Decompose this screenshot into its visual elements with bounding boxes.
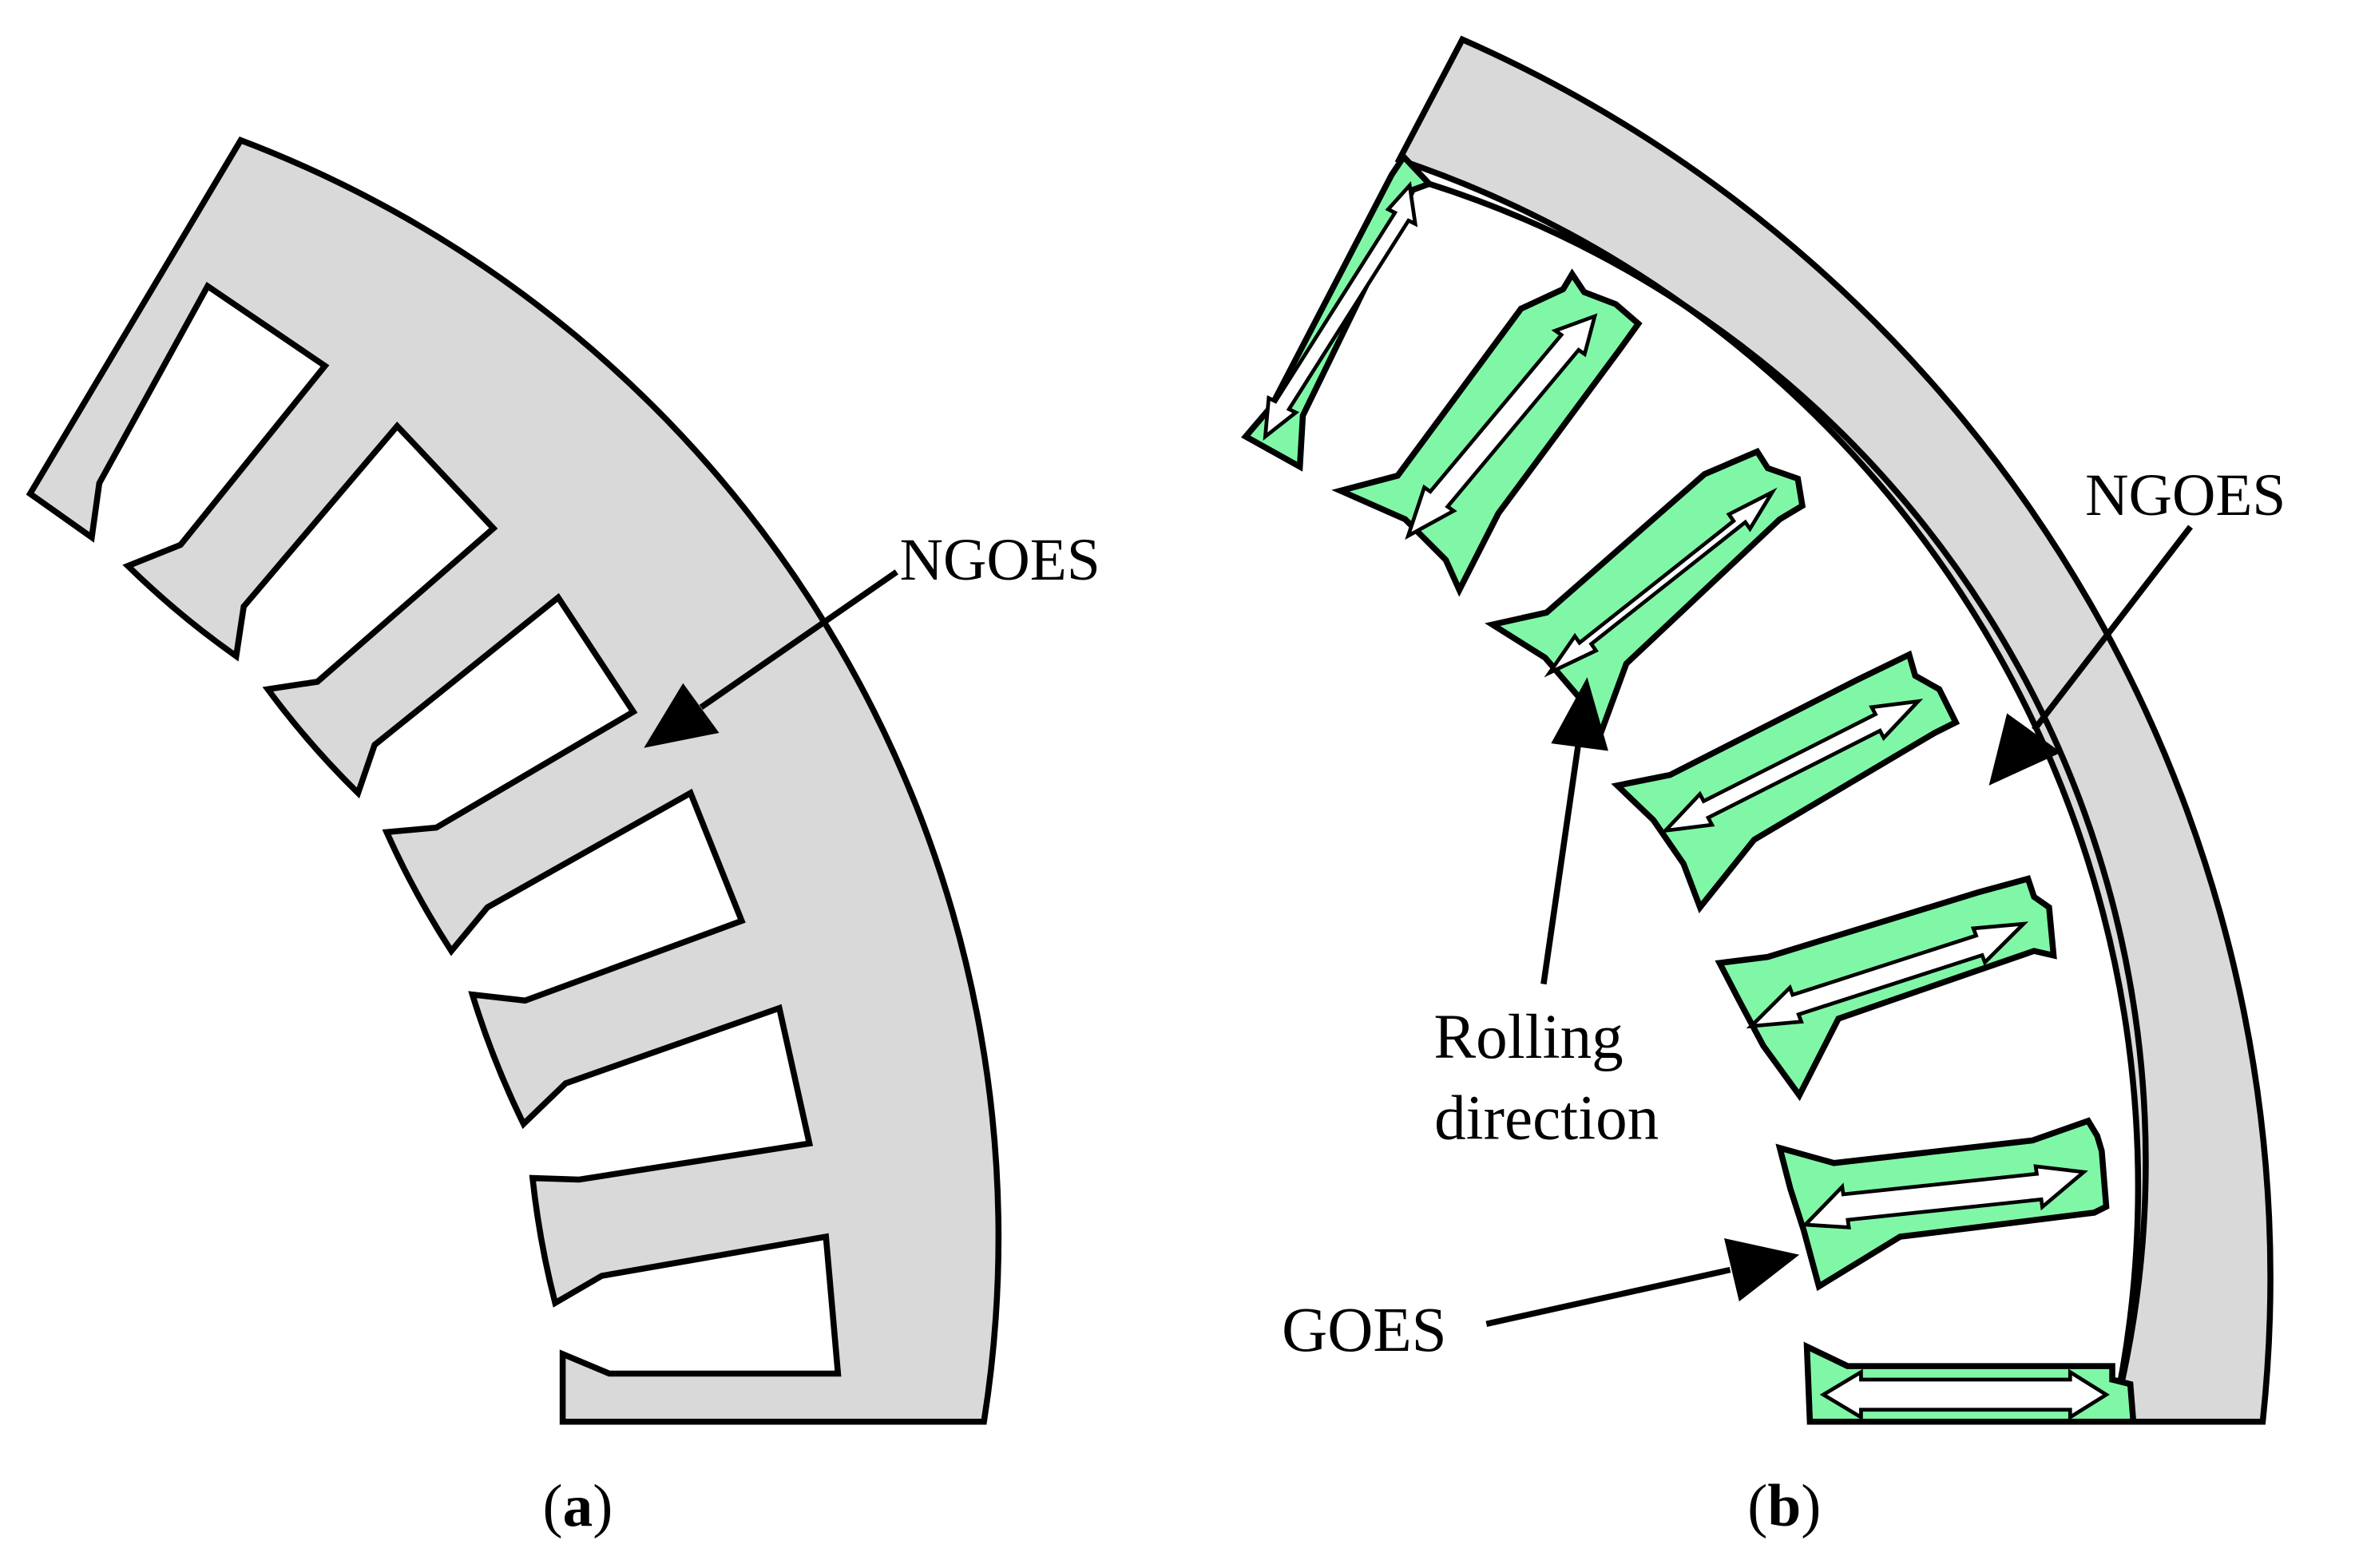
panel-b-rolling-label-line2: direction (1434, 1083, 1659, 1154)
double-arrow-icon (1819, 1368, 2110, 1421)
goes-tooth (1611, 650, 1961, 913)
panel-b-ngoes-arrow-shaft (2032, 525, 2193, 732)
panel-b-inner-bore-arc (1428, 180, 2149, 1423)
panel-a: NGOES (a) (26, 137, 1100, 1539)
double-arrow-icon (1801, 1164, 2088, 1229)
panel-a-ngoes-lamination (26, 137, 1002, 1425)
panel-a-ngoes-arrow-shaft (699, 569, 898, 711)
panel-b-rolling-arrowhead (1551, 677, 1608, 751)
panel-b-rolling-label-line1: Rolling (1433, 1002, 1623, 1072)
double-arrow-icon (1263, 180, 1418, 441)
panel-a-caption: (a) (542, 1473, 613, 1539)
panel-a-ngoes-label: NGOES (900, 527, 1100, 593)
panel-b-ngoes-label: NGOES (2085, 462, 2286, 529)
panel-b-rolling-direction-arrows (1263, 180, 2110, 1421)
double-arrow-icon (1660, 699, 1924, 833)
panel-b-goes-arrowhead (1723, 1237, 1800, 1302)
double-arrow-icon (1746, 921, 2029, 1029)
panel-b-ngoes-arrowhead (1988, 713, 2061, 786)
double-arrow-icon (1544, 487, 1778, 678)
panel-a-ngoes-arrowhead (644, 683, 720, 748)
panel-b-goes-arrow-shaft (1485, 1266, 1731, 1328)
panel-b-goes-label: GOES (1282, 1295, 1447, 1365)
panel-b: NGOES Rolling direction GOES (b) (1241, 35, 2286, 1539)
panel-b-rolling-arrow-shaft (1540, 744, 1581, 985)
panel-b-goes-teeth (1241, 152, 2137, 1425)
panel-b-caption: (b) (1747, 1473, 1821, 1539)
double-arrow-icon (1405, 313, 1598, 540)
